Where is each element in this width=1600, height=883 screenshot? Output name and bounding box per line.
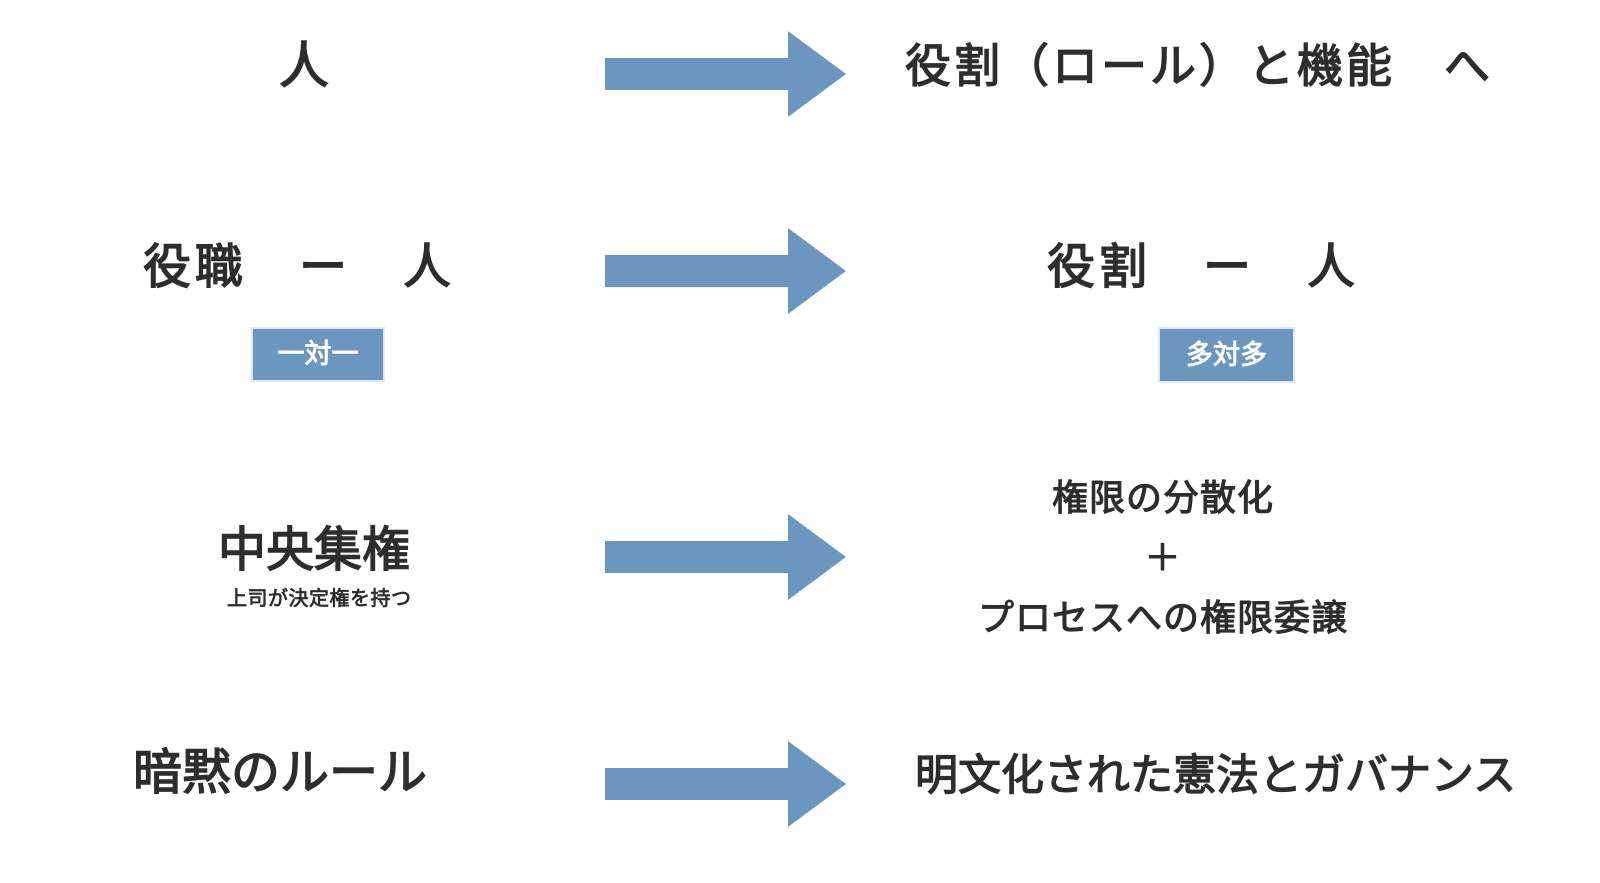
right-arrow-icon [605,741,846,827]
right-arrow-icon [605,514,846,600]
row4-right-label: 明文化された憲法とガバナンス [915,752,1517,800]
row3-right-line1: 権限の分散化 [1051,477,1274,518]
row1-right-label: 役割（ロール）と機能 へ [905,40,1493,92]
row3-left-label: 中央集権 [218,524,411,577]
row1-left-label: 人 [279,38,329,94]
many-to-many-badge: 多対多 [1158,327,1295,383]
plus-sign: ＋ [1144,537,1182,578]
row4-left-label: 暗黙のルール [133,746,428,800]
one-to-one-badge: 一対一 [251,327,385,382]
row3-right-block: 権限の分散化 ＋ プロセスへの権限委譲 [943,468,1383,648]
right-arrow-icon [605,228,846,314]
right-arrow-icon [605,31,846,117]
row2-left-label: 役職 ー 人 [143,241,456,294]
row2-right-label: 役割 ー 人 [1047,241,1360,294]
row3-left-sublabel: 上司が決定権を持つ [227,588,412,610]
row3-right-line2: プロセスへの権限委譲 [977,597,1348,638]
